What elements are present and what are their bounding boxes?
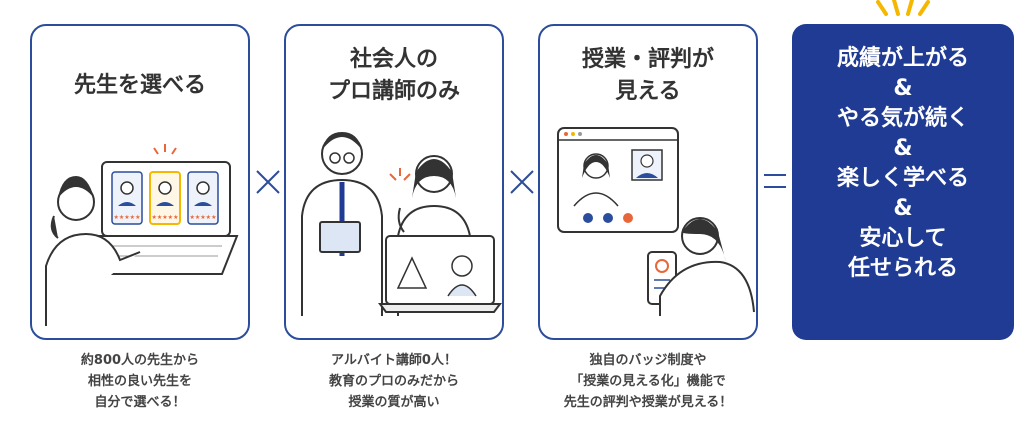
- result-line: 任せられる: [847, 256, 958, 281]
- result-line: 安心して: [859, 226, 947, 251]
- svg-text:★★★★★: ★★★★★: [114, 214, 141, 221]
- caption-line: 教育のプロのみだから: [328, 374, 459, 389]
- caption-line: 先生の評判や授業が見える！: [563, 395, 733, 410]
- equals-icon: [764, 174, 786, 188]
- caption-line: 授業の質が高い: [348, 395, 440, 410]
- multiply-icon: [256, 170, 280, 194]
- feature-card-visible-reputation: 授業・評判が 見える: [538, 24, 758, 340]
- caption-line: 「授業の見える化」機能で: [570, 374, 726, 389]
- feature-card-pro-teachers: 社会人の プロ講師のみ: [284, 24, 504, 340]
- video-lesson-illustration: [557, 127, 755, 316]
- card-title-line: 先生を選べる: [73, 73, 206, 98]
- card-title: 社会人の プロ講師のみ: [286, 44, 502, 108]
- caption-line: 約800人の先生から: [80, 353, 200, 368]
- result-line: 成績が上がる: [836, 46, 969, 71]
- result-box: 成績が上がる & やる気が続く & 楽しく学べる & 安心して 任せられる: [792, 24, 1014, 340]
- feature-card-choose-teacher: 先生を選べる ★★★★★ ★★★★★ ★★★★★: [30, 24, 250, 340]
- professional-teachers-illustration: [301, 132, 502, 316]
- svg-text:★★★★★: ★★★★★: [152, 214, 179, 221]
- caption-line: 自分で選べる！: [94, 395, 186, 410]
- result-line: やる気が続く: [836, 106, 969, 131]
- laptop-teacher-selection-illustration: ★★★★★ ★★★★★ ★★★★★: [45, 144, 239, 326]
- card-title-line: 授業・評判が: [581, 47, 714, 72]
- card-title-line: プロ講師のみ: [327, 79, 460, 104]
- caption-line: 独自のバッジ制度や: [589, 353, 707, 368]
- card-title: 先生を選べる: [32, 70, 248, 102]
- result-line: 楽しく学べる: [836, 166, 969, 191]
- card-title-line: 見える: [615, 79, 681, 104]
- caption-line: アルバイト講師0人！: [331, 353, 457, 368]
- result-line: &: [893, 196, 913, 221]
- multiply-icon: [510, 170, 534, 194]
- card-caption: アルバイト講師0人！ 教育のプロのみだから 授業の質が高い: [274, 350, 514, 413]
- caption-line: 相性の良い先生を: [87, 374, 192, 389]
- sparkle-icon: [876, 0, 930, 16]
- svg-text:★★★★★: ★★★★★: [190, 214, 217, 221]
- card-caption: 独自のバッジ制度や 「授業の見える化」機能で 先生の評判や授業が見える！: [528, 350, 768, 413]
- card-caption: 約800人の先生から 相性の良い先生を 自分で選べる！: [20, 350, 260, 413]
- result-text: 成績が上がる & やる気が続く & 楽しく学べる & 安心して 任せられる: [792, 44, 1014, 284]
- card-title-line: 社会人の: [349, 47, 438, 72]
- result-line: &: [893, 136, 913, 161]
- card-title: 授業・評判が 見える: [540, 44, 756, 108]
- result-line: &: [893, 76, 913, 101]
